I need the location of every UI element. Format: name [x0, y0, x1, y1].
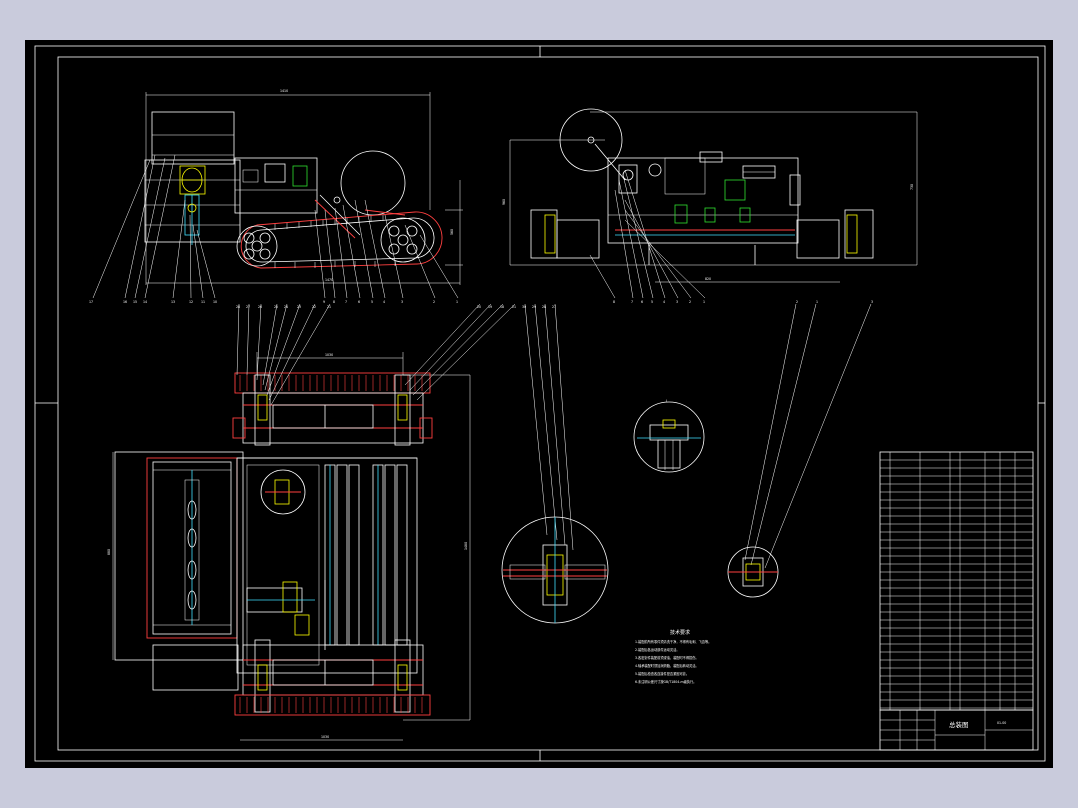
side-view-left: 1410 1470 560	[92, 89, 463, 299]
svg-text:1: 1	[816, 300, 818, 304]
svg-text:8: 8	[613, 300, 615, 304]
svg-text:30: 30	[522, 305, 526, 309]
svg-text:10: 10	[213, 300, 217, 304]
svg-text:3.各密封件装配前须浸油，装配时不得损伤。: 3.各密封件装配前须浸油，装配时不得损伤。	[635, 655, 699, 660]
svg-text:16: 16	[123, 300, 127, 304]
svg-text:28: 28	[236, 305, 240, 309]
svg-text:24: 24	[284, 305, 288, 309]
svg-text:17: 17	[89, 300, 93, 304]
outer-border	[34, 45, 1046, 762]
svg-text:1470: 1470	[325, 278, 333, 282]
svg-text:28: 28	[542, 305, 546, 309]
svg-text:26: 26	[258, 305, 262, 309]
svg-text:2: 2	[796, 300, 798, 304]
svg-text:560: 560	[450, 229, 454, 235]
svg-text:820: 820	[705, 277, 711, 281]
plan-view: 1030 1030 1480 880	[107, 303, 872, 741]
callout-row-side-right: 2 1 3	[796, 300, 873, 304]
title-block: 总装图 01-00	[879, 709, 1034, 751]
cad-drawing: 1410 1470 560	[34, 45, 1046, 762]
svg-text:20: 20	[477, 305, 481, 309]
svg-text:960: 960	[502, 199, 506, 205]
svg-text:29: 29	[532, 305, 536, 309]
callout-row-mid: 28 27 26 25 24 23 22 21 20 19 18 21 30 2…	[236, 305, 556, 309]
svg-text:12: 12	[189, 300, 193, 304]
svg-text:22: 22	[312, 305, 316, 309]
svg-text:5.装配后检查各连接件是否紧固可靠。: 5.装配后检查各连接件是否紧固可靠。	[635, 671, 689, 676]
svg-text:7: 7	[631, 300, 633, 304]
svg-text:1: 1	[456, 300, 458, 304]
svg-text:19: 19	[488, 305, 492, 309]
svg-text:2: 2	[433, 300, 435, 304]
svg-text:技术要求: 技术要求	[670, 629, 690, 636]
svg-text:5: 5	[651, 300, 653, 304]
svg-text:1030: 1030	[325, 353, 333, 357]
svg-text:3: 3	[871, 300, 873, 304]
svg-text:4: 4	[383, 300, 385, 304]
svg-text:27: 27	[246, 305, 250, 309]
svg-text:730: 730	[910, 184, 914, 190]
svg-text:21: 21	[327, 305, 331, 309]
svg-text:5: 5	[371, 300, 373, 304]
svg-text:6: 6	[358, 300, 360, 304]
callout-row-top-right: 8 7 6 5 4 3 2 1	[613, 300, 705, 304]
svg-text:6: 6	[641, 300, 643, 304]
title-block-main-title: 总装图	[949, 720, 969, 729]
svg-text:6.未注明公差尺寸按GB/T1804-m级执行。: 6.未注明公差尺寸按GB/T1804-m级执行。	[635, 679, 696, 684]
svg-text:I: I	[666, 399, 667, 403]
svg-text:2: 2	[689, 300, 691, 304]
parts-list	[879, 451, 1034, 711]
side-view-right: 960 730 820	[502, 108, 918, 299]
svg-text:1480: 1480	[464, 542, 468, 550]
svg-text:4.轴承装配时须加润滑脂，装配后转动灵活。: 4.轴承装配时须加润滑脂，装配后转动灵活。	[635, 663, 699, 668]
svg-text:8: 8	[333, 300, 335, 304]
svg-text:3: 3	[401, 300, 403, 304]
drawing-canvas: 1410 1470 560	[25, 40, 1053, 768]
svg-text:25: 25	[274, 305, 278, 309]
svg-text:1030: 1030	[321, 735, 329, 739]
svg-text:9: 9	[323, 300, 325, 304]
svg-text:1: 1	[703, 300, 705, 304]
svg-text:4: 4	[663, 300, 665, 304]
svg-text:880: 880	[107, 549, 111, 555]
inner-frame	[57, 56, 1039, 751]
svg-text:1410: 1410	[280, 89, 288, 93]
svg-text:18: 18	[500, 305, 504, 309]
svg-text:23: 23	[297, 305, 301, 309]
svg-text:11: 11	[201, 300, 205, 304]
technical-notes: 技术要求 1.装配前所有零件须清洗干净，不得有毛刺、飞边等。 2.装配后各运动部…	[635, 629, 711, 684]
svg-text:7: 7	[345, 300, 347, 304]
detail-view-medium	[727, 546, 779, 598]
callout-row-top-left: 17 16 15 14 13 12 11 10 9 8 7 6 5 4 3 2 …	[89, 300, 458, 304]
svg-text:1.装配前所有零件须清洗干净，不得有毛刺、飞边等。: 1.装配前所有零件须清洗干净，不得有毛刺、飞边等。	[635, 639, 711, 644]
svg-text:14: 14	[143, 300, 147, 304]
svg-text:2.装配后各运动部件运动灵活。: 2.装配后各运动部件运动灵活。	[635, 647, 679, 652]
detail-view-small: I	[633, 399, 705, 473]
detail-view-large	[501, 516, 609, 624]
svg-text:15: 15	[133, 300, 137, 304]
svg-text:21: 21	[512, 305, 516, 309]
title-block-code: 01-00	[997, 721, 1006, 725]
svg-text:3: 3	[676, 300, 678, 304]
svg-text:27: 27	[552, 305, 556, 309]
svg-text:13: 13	[171, 300, 175, 304]
